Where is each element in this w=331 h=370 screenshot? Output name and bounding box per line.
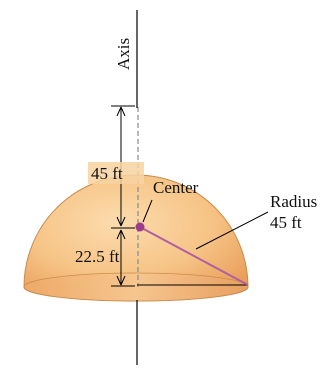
radius-leader (195, 211, 269, 250)
radius-word-label: Radius (270, 192, 317, 211)
center-dot (135, 222, 145, 232)
lower-height-label: 22.5 ft (75, 247, 120, 266)
dim-45-label-bg (88, 162, 144, 184)
axis-label: Axis (114, 38, 133, 70)
upper-height-label: 45 ft (91, 164, 123, 183)
dim-225-arrow-down (116, 275, 126, 286)
center-label: Center (153, 178, 199, 197)
dim-45-arrow-down (116, 216, 126, 227)
radius-value-label: 45 ft (270, 213, 302, 232)
radius-line (139, 226, 249, 286)
center-leader (142, 199, 153, 223)
dim-225-arrow-up (116, 229, 126, 240)
dome-base-ellipse (23, 272, 249, 302)
dim-45-arrow-up (116, 106, 126, 117)
